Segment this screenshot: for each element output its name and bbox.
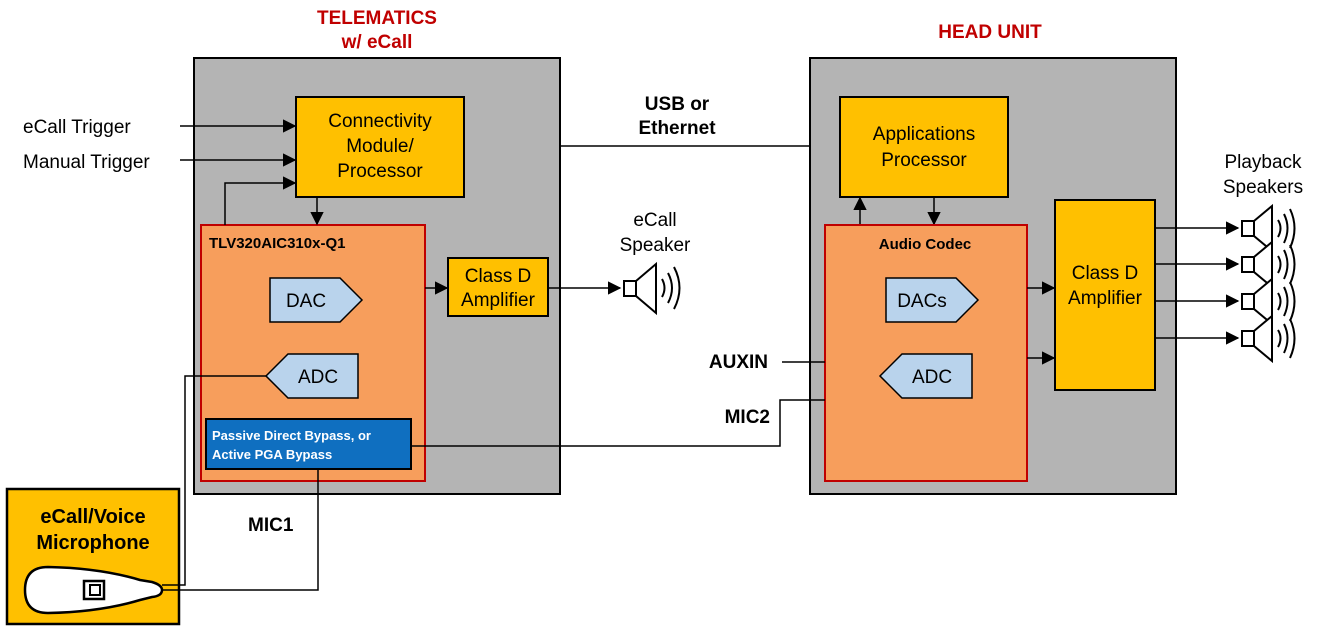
mic2-line [411,399,825,447]
microphone-icon [23,565,164,615]
ecall-speaker: eCall Speaker [548,210,691,316]
ecall-trigger-label: eCall Trigger [23,117,131,138]
trigger-inputs: eCall Trigger Manual Trigger [23,117,449,295]
telematics-title-line1: TELEMATICS [317,8,437,29]
head-unit-inputs: AUXIN MIC2 [411,352,825,447]
link-label-line1: USB or [645,94,710,115]
mic-to-adc-line [162,375,266,586]
telematics-amplifier-box [447,257,549,317]
speaker-icon [1241,239,1296,290]
bypass-label-line2: Active PGA Bypass [212,447,332,462]
dacs-shape [885,277,980,323]
dac-shape [269,277,364,323]
adc-label: ADC [298,367,338,388]
dac-label: DAC [286,291,326,312]
head-adc-shape [878,353,973,399]
bypass-box [205,418,412,470]
telematics-amp-line2: Amplifier [461,290,536,311]
playback-label-line1: Playback [1224,152,1302,173]
head-amp-line1: Class D [1072,263,1139,284]
usb-ethernet-link: USB or Ethernet [560,94,840,147]
microphone-label-line1: eCall/Voice [40,506,145,528]
manual-trigger-label: Manual Trigger [23,152,150,173]
speaker-icon [623,261,681,316]
ecall-speaker-line1: eCall [633,210,676,231]
playback-label-line2: Speakers [1223,177,1303,198]
head-unit-title: HEAD UNIT [938,22,1042,43]
applications-processor-line1: Applications [873,124,975,145]
connectivity-label-line1: Connectivity [328,111,432,132]
playback-speakers: Playback Speakers [1155,152,1303,364]
auxin-label: AUXIN [709,352,768,373]
telematics-title-line2: w/ eCall [341,32,413,53]
head-adc-label: ADC [912,367,952,388]
mic1-to-bypass-line [162,469,319,591]
applications-processor-line2: Processor [881,150,967,171]
audio-codec-title: Audio Codec [879,236,972,253]
tlv-codec-title: TLV320AIC310x-Q1 [209,235,345,252]
head-unit-section: HEAD UNIT Applications Processor Audio C… [809,22,1177,495]
speaker-icon [1241,203,1296,254]
telematics-section: TELEMATICS w/ eCall Connectivity Module/… [193,8,561,495]
microphone-section: eCall/Voice Microphone MIC1 [5,375,319,626]
mic1-label: MIC1 [248,515,294,536]
head-amplifier-box [1054,199,1156,391]
microphone-label-line2: Microphone [36,532,149,554]
bypass-label-line1: Passive Direct Bypass, or [212,428,371,443]
adc-shape [264,353,359,399]
connectivity-label-line3: Processor [337,161,423,182]
connectivity-label-line2: Module/ [346,136,414,157]
link-label-line2: Ethernet [638,118,716,139]
telematics-amp-line1: Class D [465,266,532,287]
head-amp-line2: Amplifier [1068,288,1143,309]
applications-processor-box [839,96,1009,198]
ecall-speaker-line2: Speaker [620,235,691,256]
audio-codec-box [824,224,1028,482]
speaker-icon [1241,313,1296,364]
speaker-icon [1241,276,1296,327]
mic2-label: MIC2 [725,407,770,428]
connectivity-module-box [295,96,465,198]
codec-to-connectivity-arrow [224,176,297,225]
dacs-label: DACs [897,291,947,312]
